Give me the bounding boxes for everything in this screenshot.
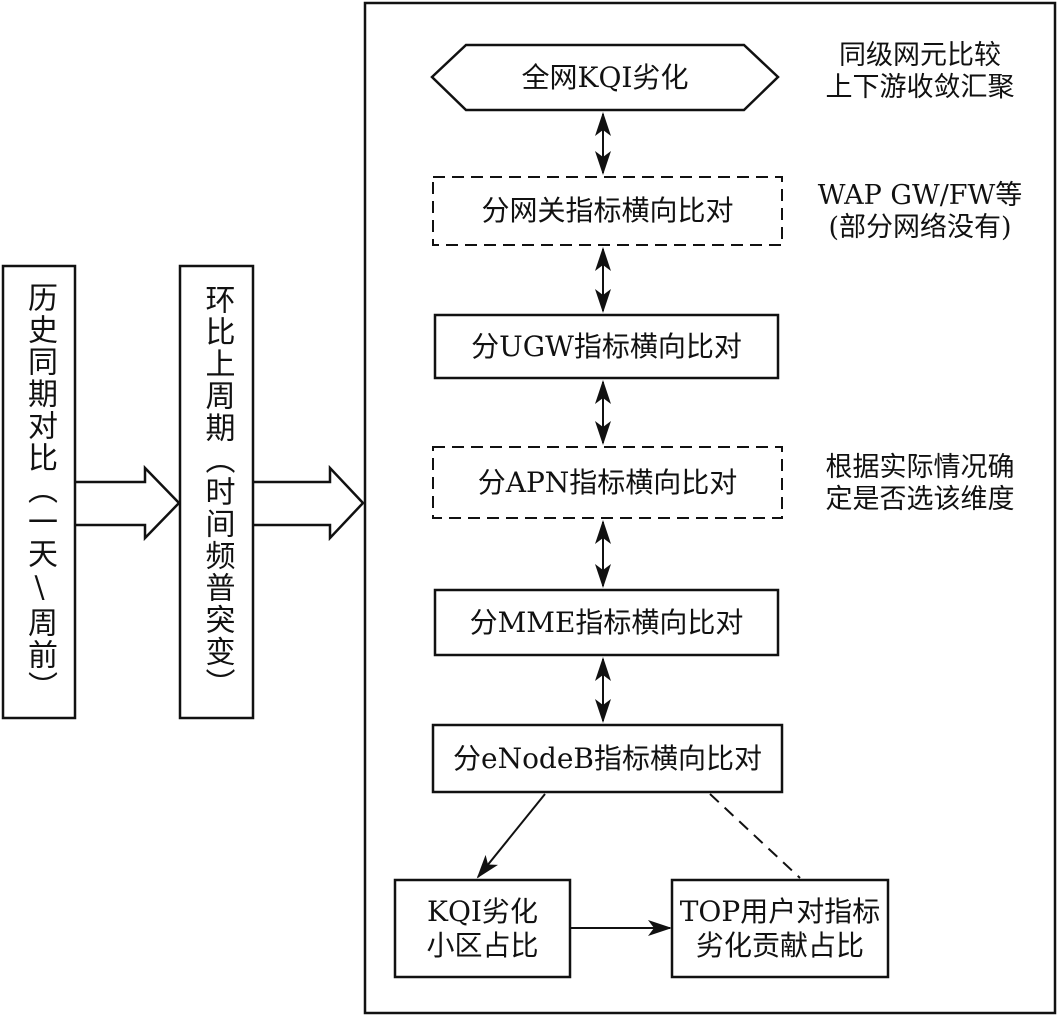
period-comparison-label: 环比上周期（时间频普突变） — [199, 284, 235, 700]
box-mme — [433, 588, 780, 657]
step-enodeb-label: 分eNodeB指标横向比对 — [453, 741, 762, 775]
history-comparison-label: 历史同期对比（一天\周前） — [22, 281, 57, 703]
top-users-line2: 劣化贡献占比 — [695, 928, 864, 962]
step-gateway-label: 分网关指标横向比对 — [481, 194, 734, 227]
note-apn-line1: 根据实际情况确 — [825, 452, 1015, 483]
box-ugw — [433, 313, 780, 380]
note-gateway-line2: (部分网络没有) — [828, 212, 1012, 243]
note-apn: 根据实际情况确 定是否选该维度 — [805, 452, 1035, 516]
box-enodeb — [431, 723, 784, 794]
start-label: 全网KQI劣化 — [521, 60, 689, 94]
top-users-label: TOP用户对指标 劣化贡献占比 — [672, 880, 888, 977]
box-gateway — [432, 176, 783, 246]
top-users-line1: TOP用户对指标 — [679, 894, 881, 928]
dashed-enodeb-to-top — [709, 793, 801, 879]
big-arrow-2 — [253, 464, 365, 542]
left-box-history — [1, 264, 77, 720]
arrow-enodeb-to-cell — [476, 793, 546, 879]
big-arrow-1 — [75, 464, 181, 542]
note-apn-line2: 定是否选该维度 — [825, 484, 1015, 515]
start-hexagon — [430, 43, 780, 112]
analysis-frame — [363, 1, 1057, 1015]
left-box-period — [178, 264, 255, 720]
note-gateway-line1: WAP GW/FW等 — [817, 180, 1023, 211]
cell-ratio-line1: KQI劣化 — [427, 894, 538, 928]
cell-ratio-line2: 小区占比 — [426, 928, 539, 962]
step-mme-label: 分MME指标横向比对 — [469, 605, 744, 639]
step-ugw-label: 分UGW指标横向比对 — [471, 329, 742, 363]
note-top-line2: 上下游收敛汇聚 — [825, 72, 1015, 103]
note-top: 同级网元比较 上下游收敛汇聚 — [805, 40, 1035, 104]
box-top-users — [670, 878, 890, 979]
step-apn-label: 分APN指标横向比对 — [477, 465, 738, 499]
box-apn — [432, 446, 783, 519]
note-gateway: WAP GW/FW等 (部分网络没有) — [805, 180, 1035, 244]
cell-ratio-label: KQI劣化 小区占比 — [395, 880, 570, 977]
note-top-line1: 同级网元比较 — [839, 40, 1001, 71]
